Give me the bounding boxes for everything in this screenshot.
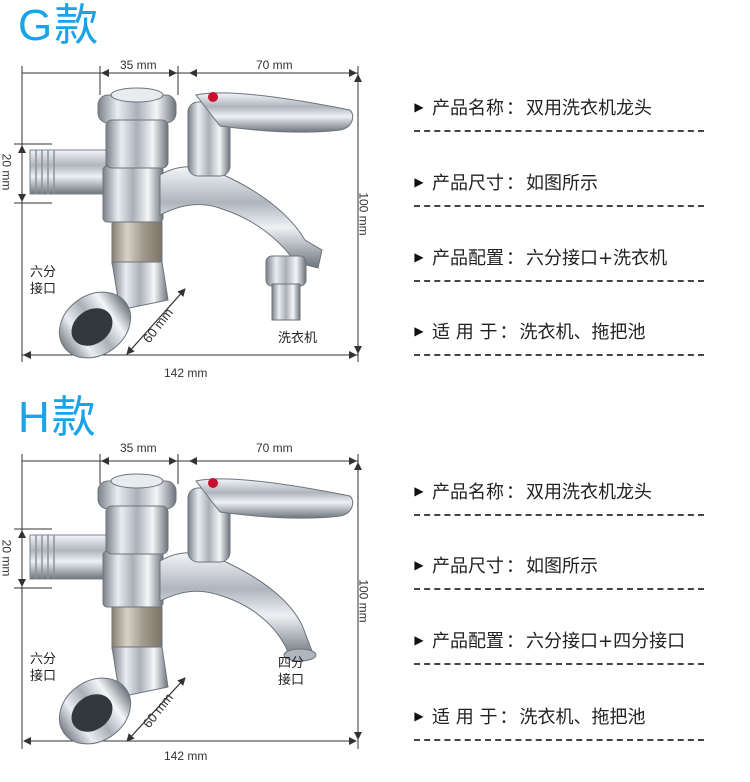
dim-top-left: 35 mm [120,58,157,72]
dashed-divider [414,280,704,282]
spec-value: 洗衣机、拖把池 [519,707,646,728]
triangle-bullet-icon: ▶ [414,484,424,498]
dashed-divider [414,739,704,741]
faucet-diagram: 35 mm 70 mm 20 mm 100 mm 60 mm 142 mm 六分… [0,0,400,389]
spec-list: ▶ 产品名称 ： 双用洗衣机龙头 ▶ 产品尺寸 ： 如图所示 ▶ 产品配置 ： … [412,0,742,389]
spec-list: ▶ 产品名称 ： 双用洗衣机龙头 ▶ 产品尺寸 ： 如图所示 ▶ 产品配置 ： … [412,389,742,778]
spec-item: ▶ 产品名称 ： 双用洗衣机龙头 [412,94,742,164]
spec-separator: ： [506,631,524,652]
spec-separator: ： [506,556,524,577]
triangle-bullet-icon: ▶ [414,709,424,723]
triangle-bullet-icon: ▶ [414,250,424,264]
dashed-divider [414,205,704,207]
spec-label: 适 用 于 [432,322,498,343]
spec-value: 如图所示 [526,173,598,194]
triangle-bullet-icon: ▶ [414,175,424,189]
triangle-bullet-icon: ▶ [414,324,424,338]
dashed-divider [414,130,704,132]
callout-left: 六分 接口 [30,652,57,684]
triangle-bullet-icon: ▶ [414,633,424,647]
spec-item: ▶ 产品配置 ： 六分接口+四分接口 [412,627,742,697]
spec-separator: ： [506,248,524,269]
spec-value: 六分接口+四分接口 [526,631,686,652]
spec-value: 如图所示 [526,556,598,577]
section-g: G款 [0,0,750,389]
dashed-divider [414,514,704,516]
dim-top-left: 35 mm [120,441,157,455]
section-title: H款 [18,393,98,442]
callout-right: 洗衣机 [278,331,318,346]
triangle-bullet-icon: ▶ [414,100,424,114]
callout-right: 四分 接口 [278,656,305,688]
dim-left: 20 mm [0,539,14,577]
spec-label: 产品名称 [432,482,504,503]
faucet-illustration [14,66,362,362]
spec-separator: ： [499,707,518,728]
spec-item: ▶ 产品名称 ： 双用洗衣机龙头 [412,478,742,548]
spec-label: 产品尺寸 [432,173,504,194]
spec-separator: ： [506,482,524,503]
spec-value: 六分接口+洗衣机 [526,248,668,269]
dim-top-right: 70 mm [256,441,293,455]
spec-label: 适 用 于 [432,707,498,728]
spec-label: 产品配置 [432,631,504,652]
spec-value: 洗衣机、拖把池 [519,322,646,343]
section-title: G款 [18,1,101,50]
triangle-bullet-icon: ▶ [414,558,424,572]
dim-bottom: 142 mm [164,749,208,763]
dim-top-right: 70 mm [256,58,293,72]
spec-separator: ： [499,322,518,343]
spec-item: ▶ 适 用 于 ： 洗衣机、拖把池 [412,703,742,773]
spec-item: ▶ 产品尺寸 ： 如图所示 [412,169,742,239]
spec-label: 产品名称 [432,98,504,119]
spec-separator: ： [506,98,524,119]
spec-item: ▶ 适 用 于 ： 洗衣机、拖把池 [412,318,742,388]
spec-label: 产品尺寸 [432,556,504,577]
section-h: H款 [0,389,750,778]
spec-value: 双用洗衣机龙头 [526,98,652,119]
dashed-divider [414,663,704,665]
dashed-divider [414,354,704,356]
dim-bottom: 142 mm [164,366,208,380]
callout-left: 六分 接口 [30,265,57,297]
spec-label: 产品配置 [432,248,504,269]
spec-item: ▶ 产品尺寸 ： 如图所示 [412,552,742,622]
spec-separator: ： [506,173,524,194]
spec-item: ▶ 产品配置 ： 六分接口+洗衣机 [412,244,742,314]
dim-right: 100 mm [356,192,371,236]
spec-value: 双用洗衣机龙头 [526,482,652,503]
dim-left: 20 mm [0,153,14,191]
faucet-illustration [14,454,362,749]
dim-right: 100 mm [356,579,371,623]
faucet-diagram: 35 mm 70 mm 20 mm 100 mm 60 mm 142 mm 六分… [0,389,400,778]
dashed-divider [414,588,704,590]
